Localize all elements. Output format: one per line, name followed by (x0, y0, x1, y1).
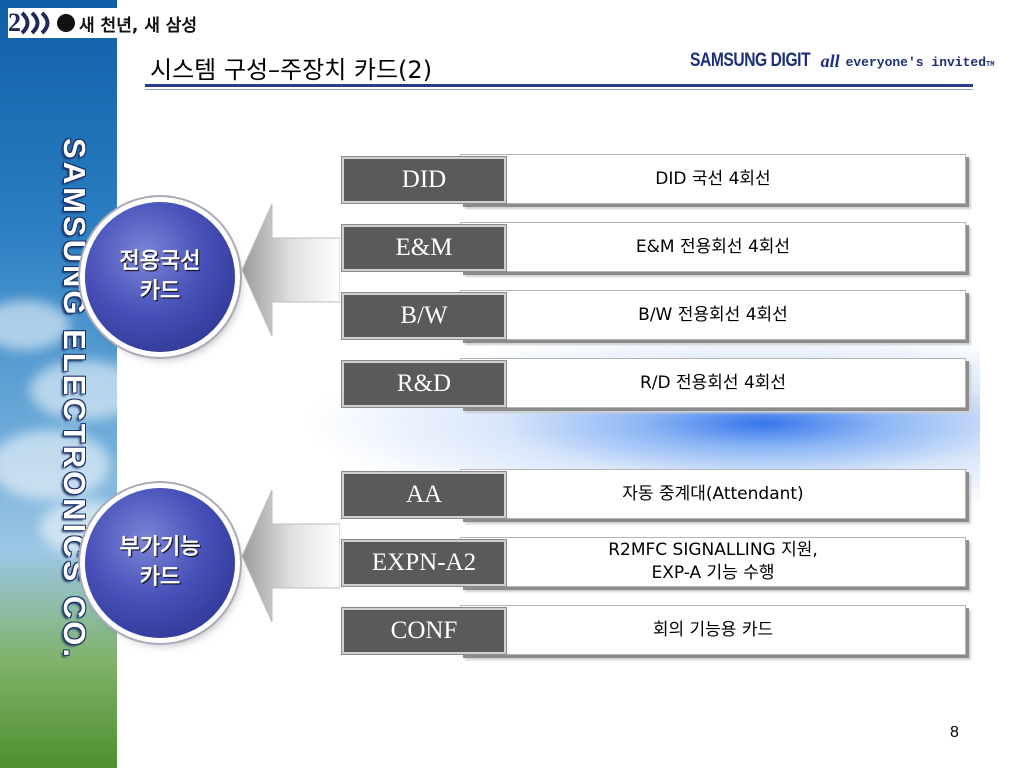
group-label: 전용국선 카드 (119, 249, 201, 304)
card-description: R2MFC SIGNALLING 지원, EXP-A 기능 수행 (460, 537, 966, 587)
card-description: 회의 기능용 카드 (460, 605, 966, 655)
title-rule-thin (145, 89, 973, 90)
card-description: 자동 중계대(Attendant) (460, 469, 966, 519)
card-description: DID 국선 4회선 (460, 154, 966, 204)
card-code: AA (341, 471, 507, 519)
card-row-aa: 자동 중계대(Attendant) AA (341, 467, 968, 519)
logo-number: 2 (8, 8, 21, 37)
card-description: R/D 전용회선 4회선 (460, 358, 966, 408)
group-circle-dedicated-trunk: 전용국선 카드 (85, 202, 235, 352)
card-code: R&D (341, 360, 507, 408)
card-row-conf: 회의 기능용 카드 CONF (341, 603, 968, 655)
card-code: EXPN-A2 (341, 539, 507, 587)
brand-all: all (820, 51, 840, 71)
group-label: 부가기능 카드 (119, 535, 201, 590)
card-row-bw: B/W 전용회선 4회선 B/W (341, 288, 968, 340)
brand-tagline-text: everyone's invited (845, 55, 987, 70)
millennium-logo: 2 새 천년, 새 삼성 (8, 8, 202, 38)
brand-tm: TM (986, 61, 995, 69)
brand-samsung-digital: SAMSUNG DIGIT (690, 50, 811, 71)
card-code: E&M (341, 224, 507, 272)
card-description: B/W 전용회선 4회선 (460, 290, 966, 340)
card-row-did: DID 국선 4회선 DID (341, 152, 968, 204)
page-number: 8 (950, 724, 959, 741)
logo-dot-icon (57, 14, 75, 32)
card-code: DID (341, 156, 507, 204)
side-banner: SAMSUNG ELECTRONICS CO. (0, 0, 117, 768)
card-row-rd: R/D 전용회선 4회선 R&D (341, 356, 968, 408)
samsung-digital-logo: SAMSUNG DIGIT all everyone's invitedTM (690, 50, 994, 72)
brand-tagline: everyone's invitedTM (846, 55, 995, 70)
card-row-expn-a2: R2MFC SIGNALLING 지원, EXP-A 기능 수행 EXPN-A2 (341, 535, 968, 587)
card-row-em: E&M 전용회선 4회선 E&M (341, 220, 968, 272)
card-code: B/W (341, 292, 507, 340)
logo-slogan: 새 천년, 새 삼성 (79, 15, 198, 36)
card-code: CONF (341, 607, 507, 655)
logo-zeros-icon (20, 11, 50, 35)
card-description: E&M 전용회선 4회선 (460, 222, 966, 272)
page-title: 시스템 구성–주장치 카드(2) (150, 56, 433, 84)
left-arrow-icon (241, 203, 340, 337)
title-rule (145, 84, 973, 87)
group-circle-extra-function: 부가기능 카드 (85, 488, 235, 638)
left-arrow-icon (241, 489, 340, 623)
